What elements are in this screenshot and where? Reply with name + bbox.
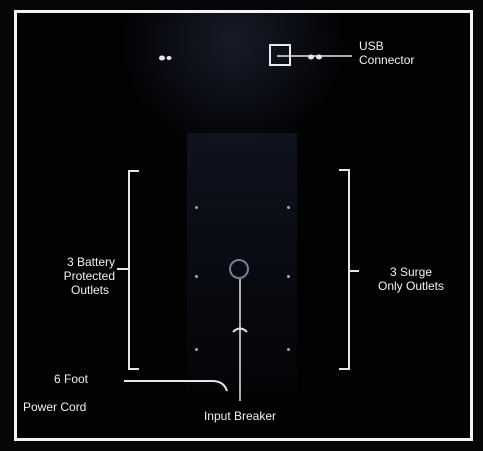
surge-outlets-label: 3 Surge Only Outlets [361, 265, 461, 293]
usb-label-line2: Connector [359, 53, 415, 67]
usb-label: USB Connector [359, 39, 414, 67]
outlet-dot [287, 275, 290, 278]
outlet-dot [195, 348, 198, 351]
outlet-dot [195, 275, 198, 278]
usb-connector-highlight [269, 44, 291, 66]
diagram-panel: USB Connector 3 Battery Protected Outlet… [14, 10, 473, 441]
input-breaker-label: Input Breaker [203, 409, 277, 423]
surge-label-line2: Only Outlets [377, 279, 445, 293]
power-cord-label-line1: 6 Foot [54, 372, 89, 386]
battery-label-line1: 3 Battery [66, 255, 115, 269]
usb-label-line1: USB [359, 39, 384, 53]
power-cord-callout-line [124, 380, 228, 392]
right-bracket [339, 169, 350, 370]
battery-label-line2: Protected [63, 269, 115, 283]
battery-label-line3: Outlets [70, 283, 109, 297]
device-body [187, 133, 297, 393]
outlet-dot [287, 206, 290, 209]
callout-lines [117, 54, 359, 401]
device-top-shadow [119, 13, 347, 153]
outlet-dot [287, 348, 290, 351]
breaker-knob [229, 259, 249, 279]
surge-label-line1: 3 Surge [389, 265, 433, 279]
power-cord-hook [232, 327, 248, 333]
battery-outlets-label: 3 Battery Protected Outlets [45, 255, 115, 297]
power-cord-label-line2: Power Cord [23, 400, 87, 414]
left-bracket [128, 170, 139, 370]
outlet-dot [195, 206, 198, 209]
